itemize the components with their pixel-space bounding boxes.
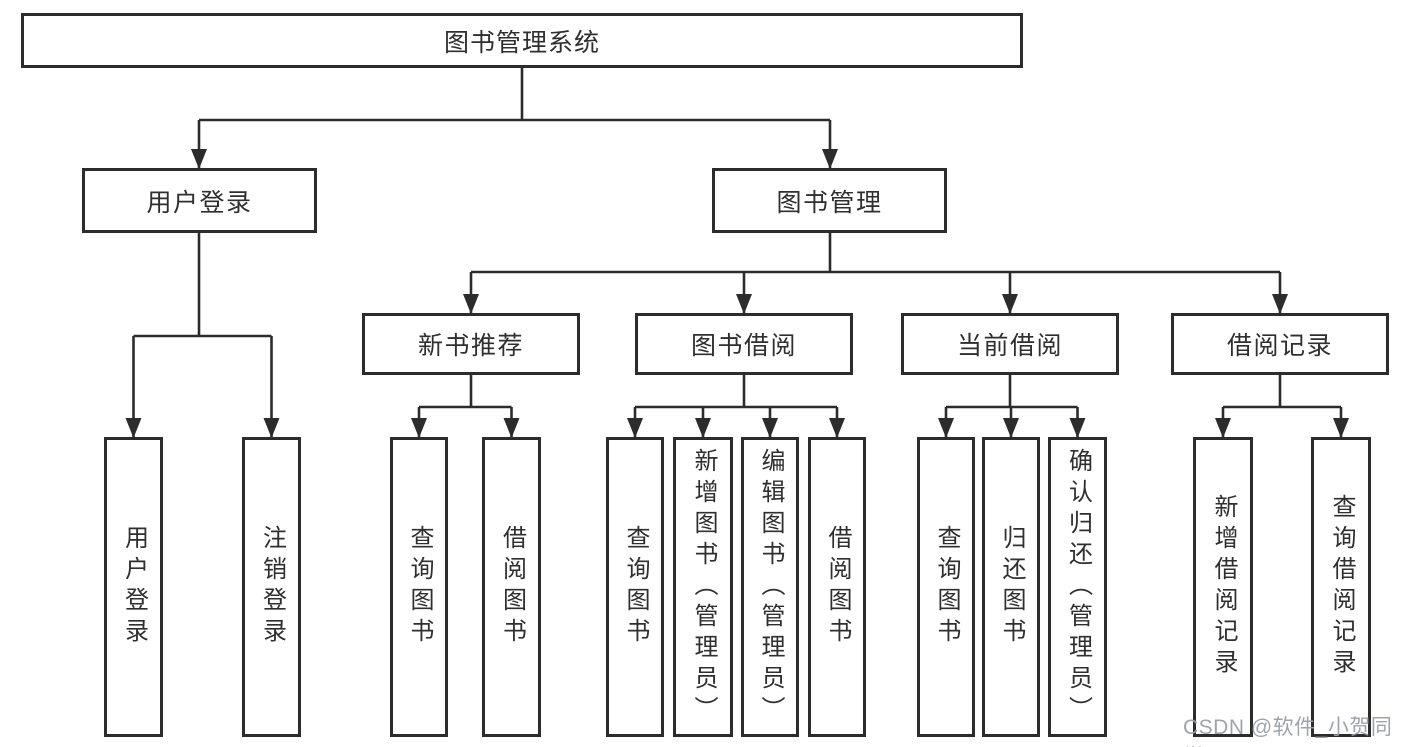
leaf-edit-books-admin: 编辑图书（管理员） (741, 437, 799, 737)
leaf-add-borrow-record: 新增借阅记录 (1193, 437, 1253, 737)
node-current-borrowing: 当前借阅 (901, 313, 1119, 375)
leaf-query-books-2: 查询图书 (606, 437, 664, 737)
leaf-logout: 注销登录 (242, 437, 301, 737)
node-library-management-system: 图书管理系统 (21, 13, 1023, 68)
leaf-query-books-1: 查询图书 (390, 437, 448, 737)
node-borrowing-records: 借阅记录 (1171, 313, 1389, 375)
node-user-login-branch: 用户登录 (82, 168, 317, 233)
node-book-borrowing: 图书借阅 (635, 313, 853, 375)
leaf-borrow-books-1: 借阅图书 (482, 437, 541, 737)
leaf-user-login: 用户登录 (104, 437, 163, 737)
leaf-return-books: 归还图书 (982, 437, 1040, 737)
leaf-add-books-admin: 新增图书（管理员） (673, 437, 733, 737)
leaf-confirm-return-admin: 确认归还（管理员） (1048, 437, 1107, 737)
leaf-query-borrow-record: 查询借阅记录 (1311, 437, 1371, 737)
node-new-book-recommendation: 新书推荐 (362, 313, 580, 375)
leaf-query-books-3: 查询图书 (917, 437, 975, 737)
connector-trunks (133, 68, 1341, 409)
leaf-borrow-books-2: 借阅图书 (808, 437, 866, 737)
connector-arrows (125, 120, 1349, 438)
node-book-management-branch: 图书管理 (712, 168, 947, 233)
csdn-watermark: CSDN @软件_小贺同学 (1183, 716, 1393, 747)
